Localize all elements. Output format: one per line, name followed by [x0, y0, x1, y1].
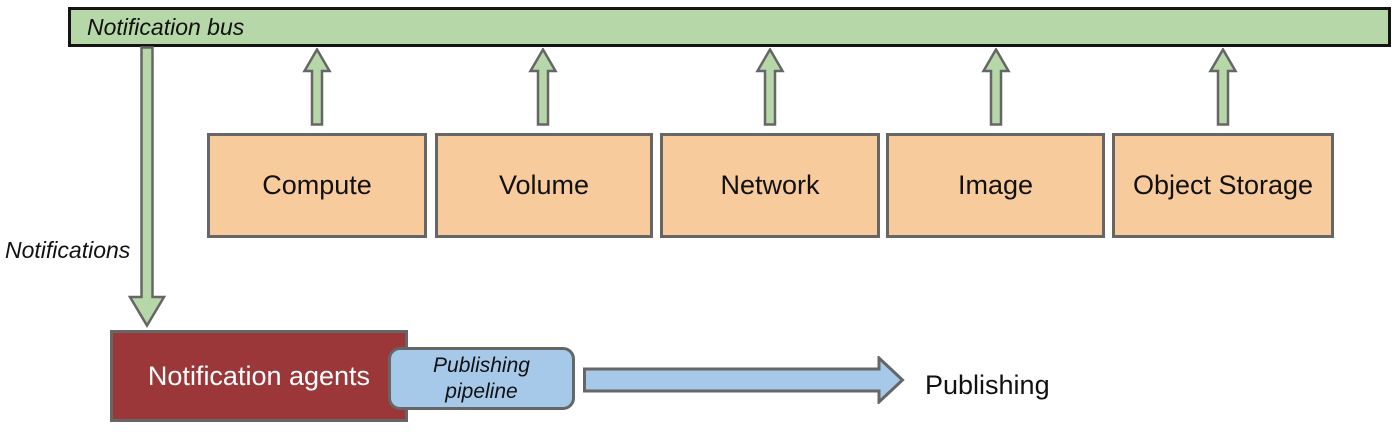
notification-agents-box: Notification agents	[110, 330, 408, 422]
service-label-volume: Volume	[498, 170, 590, 200]
publishing-label: Publishing	[925, 370, 1050, 400]
service-label-object-storage: Object Storage	[1132, 170, 1314, 200]
service-label-network: Network	[720, 170, 820, 200]
service-box-object-storage: Object Storage	[1112, 133, 1334, 238]
service-box-volume: Volume	[435, 133, 653, 238]
notifications-label: Notifications	[5, 237, 131, 263]
publishing-right-arrow-icon	[583, 356, 905, 404]
notification-agents-label: Notification agents	[147, 360, 371, 391]
compute-up-arrow-icon	[302, 48, 332, 126]
service-box-compute: Compute	[207, 133, 427, 238]
service-box-network: Network	[660, 133, 880, 238]
image-up-arrow-icon	[981, 48, 1011, 126]
publishing-pipeline-label: Publishing pipeline	[433, 354, 530, 403]
volume-up-arrow-icon	[528, 48, 558, 126]
publishing-pipeline-box: Publishing pipeline	[388, 347, 575, 410]
service-label-compute: Compute	[262, 170, 372, 200]
notification-bus-label: Notification bus	[87, 13, 245, 40]
service-box-image: Image	[886, 133, 1105, 238]
service-label-image: Image	[957, 170, 1034, 200]
notification-bus-bar: Notification bus	[68, 7, 1391, 47]
notifications-down-arrow-icon	[127, 46, 167, 328]
object-storage-up-arrow-icon	[1208, 48, 1238, 126]
network-up-arrow-icon	[755, 48, 785, 126]
